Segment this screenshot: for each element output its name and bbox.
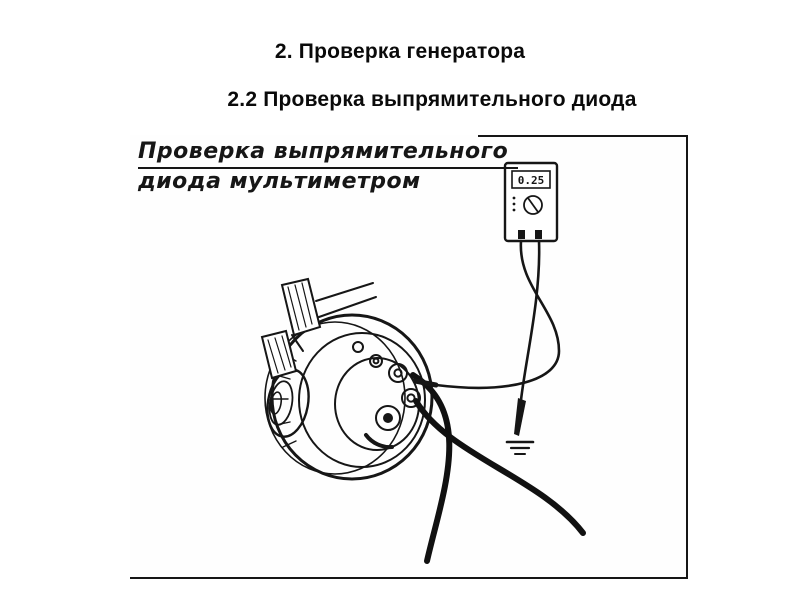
figure-caption: Проверка выпрямительного диода мультимет… <box>138 139 519 196</box>
multimeter-display <box>511 170 551 189</box>
figure-caption-line1: Проверка выпрямительного <box>138 139 519 170</box>
figure-frame: Проверка выпрямительного диода мультимет… <box>130 135 688 579</box>
multimeter-terminal-left <box>518 230 525 239</box>
alternator-illustration <box>260 277 434 481</box>
multimeter-lead-to-alternator <box>434 239 561 390</box>
multimeter-leads <box>412 239 561 455</box>
test-lead-wire-2 <box>413 398 586 536</box>
figure-drawing: 0.25 <box>260 161 586 564</box>
figure-caption-line2: диода мультиметром <box>138 169 421 195</box>
slide-title: 2. Проверка генератора <box>274 40 526 63</box>
test-lead-wire-1 <box>410 372 453 564</box>
alternator-bracket <box>260 277 377 380</box>
multimeter-icon: 0.25 <box>503 161 559 243</box>
slide-subtitle: 2.2 Проверка выпрямительного диода <box>227 88 637 111</box>
figure-frame-top-border <box>478 135 686 137</box>
multimeter-dial <box>523 195 543 215</box>
ground-probe-icon <box>505 398 535 455</box>
alternator-terminals <box>352 341 421 408</box>
multimeter-reading: 0.25 <box>518 174 545 187</box>
multimeter-terminal-right <box>535 230 542 239</box>
multimeter-lead-to-ground <box>519 239 541 402</box>
probe-at-terminal <box>412 378 439 388</box>
thick-test-leads <box>410 372 586 564</box>
